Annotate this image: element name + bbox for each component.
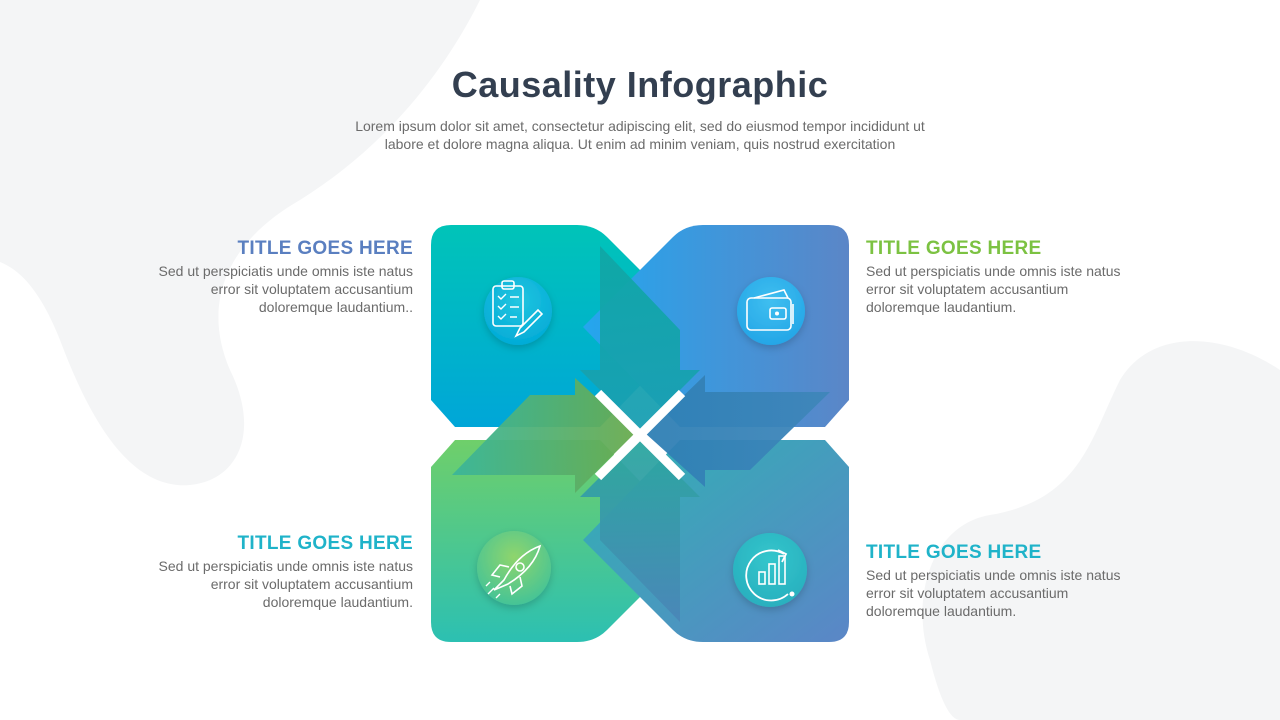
wallet-icon — [737, 277, 805, 345]
arrow-left — [645, 375, 830, 487]
text-block-top-right: TITLE GOES HERE Sed ut perspiciatis unde… — [866, 238, 1126, 316]
growth-chart-icon — [733, 533, 807, 607]
arrow-right — [452, 378, 635, 493]
block-heading: TITLE GOES HERE — [237, 533, 413, 554]
block-text: Sed ut perspiciatis unde omnis iste natu… — [158, 558, 413, 610]
block-heading: TITLE GOES HERE — [866, 542, 1042, 563]
arrow-up — [580, 437, 700, 622]
block-text: Sed ut perspiciatis unde omnis iste natu… — [866, 567, 1121, 619]
arrow-down — [580, 246, 700, 430]
block-text: Sed ut perspiciatis unde omnis iste natu… — [866, 263, 1121, 315]
right-background-blob — [922, 341, 1280, 720]
block-heading: TITLE GOES HERE — [866, 238, 1042, 259]
page-title: Causality Infographic — [451, 64, 829, 105]
text-block-bottom-right: TITLE GOES HERE Sed ut perspiciatis unde… — [866, 542, 1136, 620]
block-text: Sed ut perspiciatis unde omnis iste natu… — [158, 263, 413, 315]
clipboard-checklist-icon — [484, 277, 552, 345]
block-heading: TITLE GOES HERE — [237, 238, 413, 259]
text-block-top-left: TITLE GOES HERE Sed ut perspiciatis unde… — [153, 238, 413, 316]
center-x-separator — [594, 389, 686, 481]
rocket-icon — [477, 531, 551, 605]
text-block-bottom-left: TITLE GOES HERE Sed ut perspiciatis unde… — [153, 533, 413, 611]
left-background-blob — [0, 0, 480, 486]
page-subtitle: Lorem ipsum dolor sit amet, consectetur … — [355, 118, 925, 152]
